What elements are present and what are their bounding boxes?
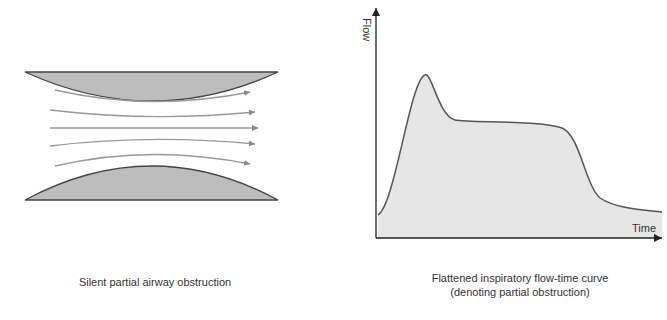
caption-text: Silent partial airway obstruction	[40, 275, 270, 289]
axis-label: Time	[632, 221, 656, 235]
flow-curve	[378, 75, 662, 215]
chart-axis	[376, 8, 662, 238]
caption-text: Flattened inspiratory flow-time curve (d…	[410, 271, 630, 299]
axis-label: Flow	[360, 18, 374, 41]
airway-wall	[25, 72, 278, 200]
airflow-arrow	[50, 90, 258, 166]
flow-curve-fill	[378, 75, 662, 238]
